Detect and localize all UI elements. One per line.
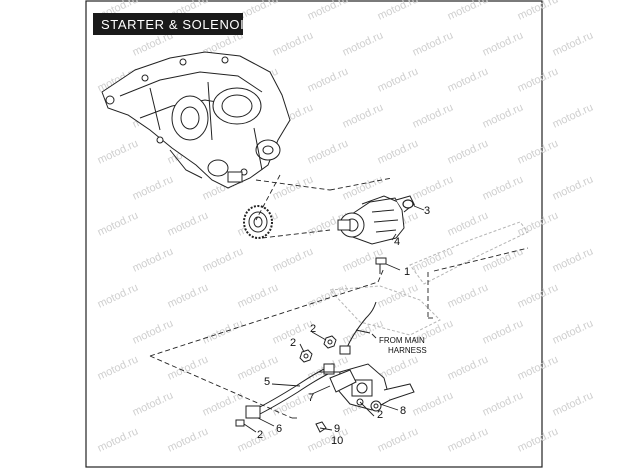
callout-7: 7 [308,392,314,404]
callout-leaders [243,205,425,433]
callout-9: 9 [334,423,340,435]
diagram-title: STARTER & SOLENOID [101,17,254,32]
hardware-illustration [235,335,364,433]
ghost-transmission [328,221,529,336]
watermark-text: motod.ru [551,317,595,346]
callout-5: 5 [264,376,270,388]
watermark-text: motod.ru [551,389,595,418]
crankcase-illustration [101,51,291,189]
callout-3: 3 [424,205,430,217]
harness-wire-illustration [339,301,377,355]
watermark-text: motod.ru [551,245,595,274]
callout-2-c: 2 [377,409,383,421]
leader-lines-lower [149,247,529,419]
o-ring-illustration [402,199,414,209]
callout-8: 8 [400,405,406,417]
callout-10: 10 [331,435,343,447]
callout-1: 1 [404,266,410,278]
callout-2-b: 2 [290,337,296,349]
watermark-text: motod.ru [551,29,595,58]
solenoid-assembly-illustration [329,363,415,412]
title-box [93,13,243,35]
leader-lines-upper [255,174,415,239]
harness-note-line-1: FROM MAIN [379,336,425,345]
bolt-illustration [375,257,387,274]
callout-2-d: 2 [257,429,263,441]
callout-4: 4 [394,236,400,248]
watermark-text: motod.ru [551,101,595,130]
watermark-text: motod.ru [551,173,595,202]
starter-gear-illustration [243,205,273,239]
callout-2-a: 2 [310,323,316,335]
callout-6: 6 [276,423,282,435]
harness-note-line-2: HARNESS [388,346,427,355]
